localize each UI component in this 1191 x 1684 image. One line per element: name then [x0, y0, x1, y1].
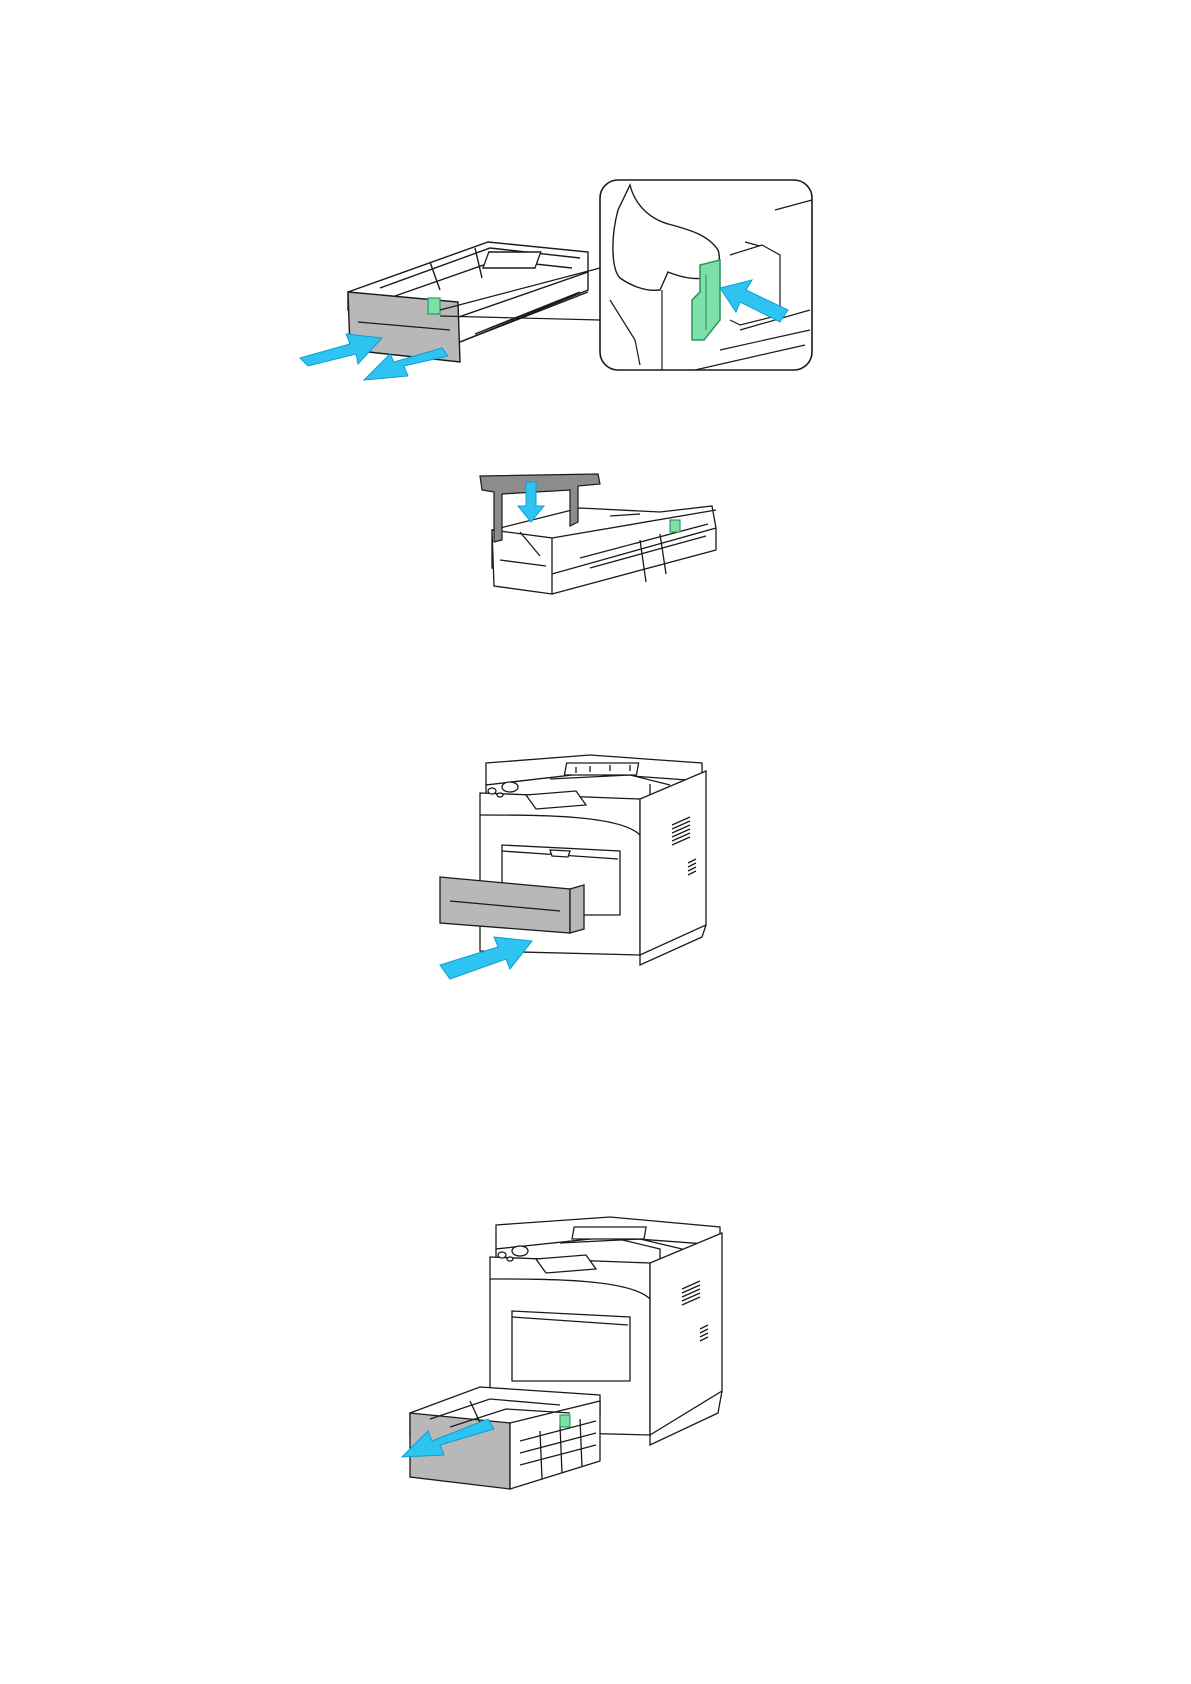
green-guide-latch: [560, 1415, 570, 1427]
green-guide-latch: [428, 298, 440, 314]
printer-icon: [480, 755, 706, 965]
tray-guide-illustration: [300, 180, 880, 420]
arrow-right-icon: [300, 334, 382, 366]
tray-cover-illustration: [480, 470, 720, 610]
printer-insert-illustration: [440, 755, 760, 1025]
zoom-inset-panel: [600, 180, 812, 370]
printer-pull-illustration: [410, 1205, 790, 1490]
green-guide-latch: [670, 520, 680, 532]
